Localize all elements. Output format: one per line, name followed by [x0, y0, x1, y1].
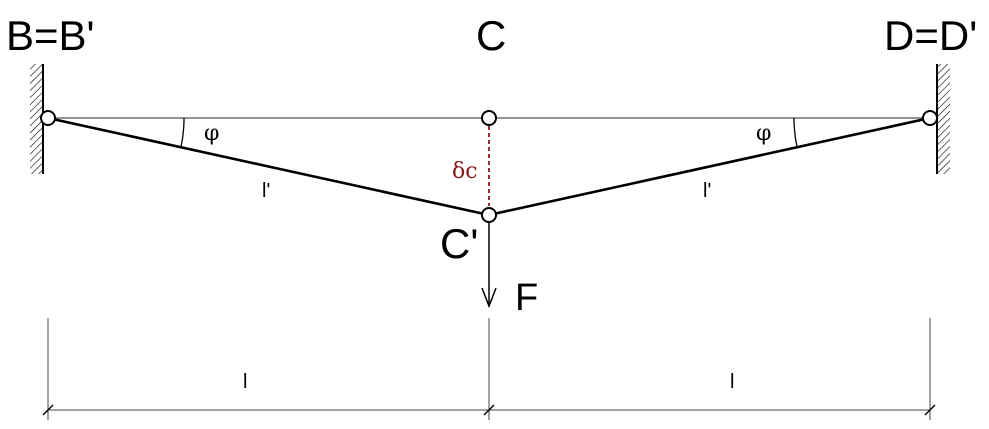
label-d: D=D' [884, 12, 977, 59]
label-span-right: l [730, 371, 734, 393]
bar-left [47, 116, 490, 217]
hinge-c-prime [481, 207, 497, 223]
label-span-left: l [243, 371, 247, 393]
label-c-prime: C' [440, 220, 478, 267]
label-c: C [476, 12, 506, 59]
label-angle-right: φ [756, 121, 771, 146]
label-bar-right: l' [703, 180, 711, 202]
angle-arc-left [180, 117, 185, 148]
dimension-lines [42, 318, 936, 420]
force-arrow [481, 222, 497, 309]
hinge-b [40, 110, 56, 126]
bar-right [488, 116, 931, 217]
right-wall-support [936, 64, 950, 174]
hinge-c [481, 110, 497, 126]
hinge-d [922, 110, 938, 126]
label-force: F [515, 277, 538, 319]
label-deflection: δc [452, 159, 478, 184]
label-b: B=B' [6, 12, 95, 59]
label-angle-left: φ [204, 121, 219, 146]
label-bar-left: l' [262, 180, 270, 202]
angle-arc-right [793, 117, 798, 148]
